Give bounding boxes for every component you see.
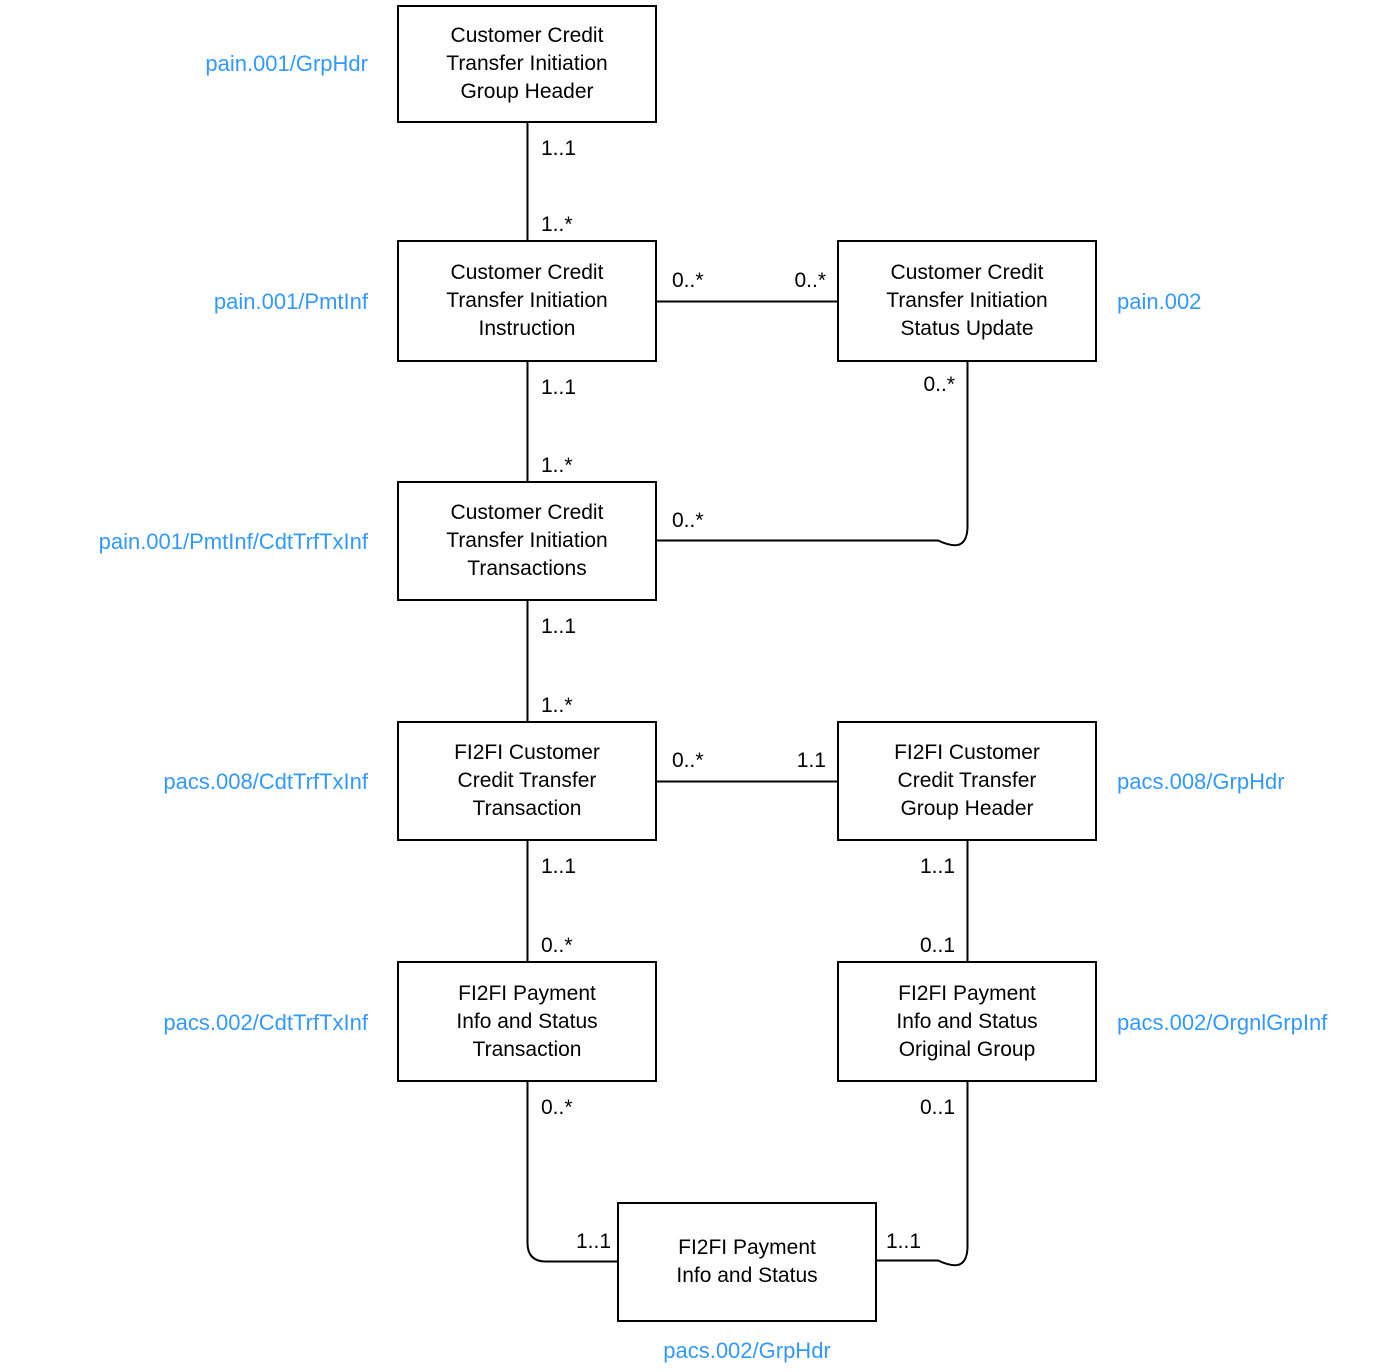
node-pain001-grphdr: Customer Credit Transfer Initiation Grou… [397,5,657,123]
edge-originalgroup-to-infostatus [877,1082,969,1267]
cardinality-label: 0..* [672,749,704,772]
cardinality-label: 0..* [794,269,826,292]
cardinality-label: 1..* [541,694,573,717]
cardinality-label: 1..* [541,454,573,477]
edge-statusupdate-to-transactions [657,362,969,547]
node-pacs008-grphdr: FI2FI Customer Credit Transfer Group Hea… [837,721,1097,841]
node-title: FI2FI Customer Credit Transfer Transacti… [454,741,600,820]
node-pain001-pmtinf: Customer Credit Transfer Initiation Inst… [397,240,657,362]
ref-label-pain001-cdttrftxinf: pain.001/PmtInf/CdtTrfTxInf [98,529,368,554]
cardinality-label: 0..* [923,373,955,396]
cardinality-label: 1..1 [919,855,955,878]
node-pacs002-info-status: FI2FI Payment Info and Status [617,1202,877,1322]
cardinality-label: 0..* [672,509,704,532]
ref-label-pacs002-grphdr: pacs.002/GrpHdr [663,1338,831,1363]
node-title: FI2FI Payment Info and Status Original G… [896,981,1038,1061]
ref-label-pacs002-orgnlgrpinf: pacs.002/OrgnlGrpInf [1117,1010,1328,1035]
ref-label-pacs008-grphdr: pacs.008/GrpHdr [1117,769,1285,794]
node-pacs002-original-group: FI2FI Payment Info and Status Original G… [837,961,1097,1082]
node-title: FI2FI Payment Info and Status [676,1236,818,1287]
cardinality-label: 0..* [672,269,704,292]
ref-label-pain001-pmtinf: pain.001/PmtInf [213,289,368,314]
node-pacs008-transaction: FI2FI Customer Credit Transfer Transacti… [397,721,657,841]
node-title: Customer Credit Transfer Initiation Tran… [446,501,608,580]
cardinality-label: 1..1 [541,855,577,878]
ref-label-pacs002-cdttrftxinf: pacs.002/CdtTrfTxInf [163,1010,368,1035]
node-pacs002-transaction: FI2FI Payment Info and Status Transactio… [397,961,657,1082]
node-pain002-status-update: Customer Credit Transfer Initiation Stat… [837,240,1097,362]
ref-label-pacs008-cdttrftxinf: pacs.008/CdtTrfTxInf [163,769,368,794]
node-title: FI2FI Payment Info and Status Transactio… [456,981,598,1061]
cardinality-label: 0..1 [919,934,955,957]
cardinality-label: 1..1 [541,376,577,399]
cardinality-label: 1..1 [886,1230,922,1253]
ref-label-pain001-grphdr: pain.001/GrpHdr [205,51,368,76]
node-pain001-transactions: Customer Credit Transfer Initiation Tran… [397,481,657,601]
cardinality-label: 0..1 [919,1096,955,1119]
cardinality-label: 1..1 [541,615,577,638]
cardinality-label: 1..1 [576,1230,612,1253]
ref-label-pain002: pain.002 [1117,289,1202,314]
cardinality-label: 1..* [541,213,573,236]
cardinality-label: 1..1 [541,137,577,160]
edge-statustransaction-to-infostatus [526,1082,617,1263]
cardinality-label: 1.1 [796,749,826,772]
cardinality-label: 0..* [541,1096,573,1119]
node-title: Customer Credit Transfer Initiation Grou… [446,24,608,103]
node-title: FI2FI Customer Credit Transfer Group Hea… [894,741,1040,820]
node-title: Customer Credit Transfer Initiation Stat… [886,261,1048,340]
node-title: Customer Credit Transfer Initiation Inst… [446,261,608,340]
cardinality-label: 0..* [541,934,573,957]
